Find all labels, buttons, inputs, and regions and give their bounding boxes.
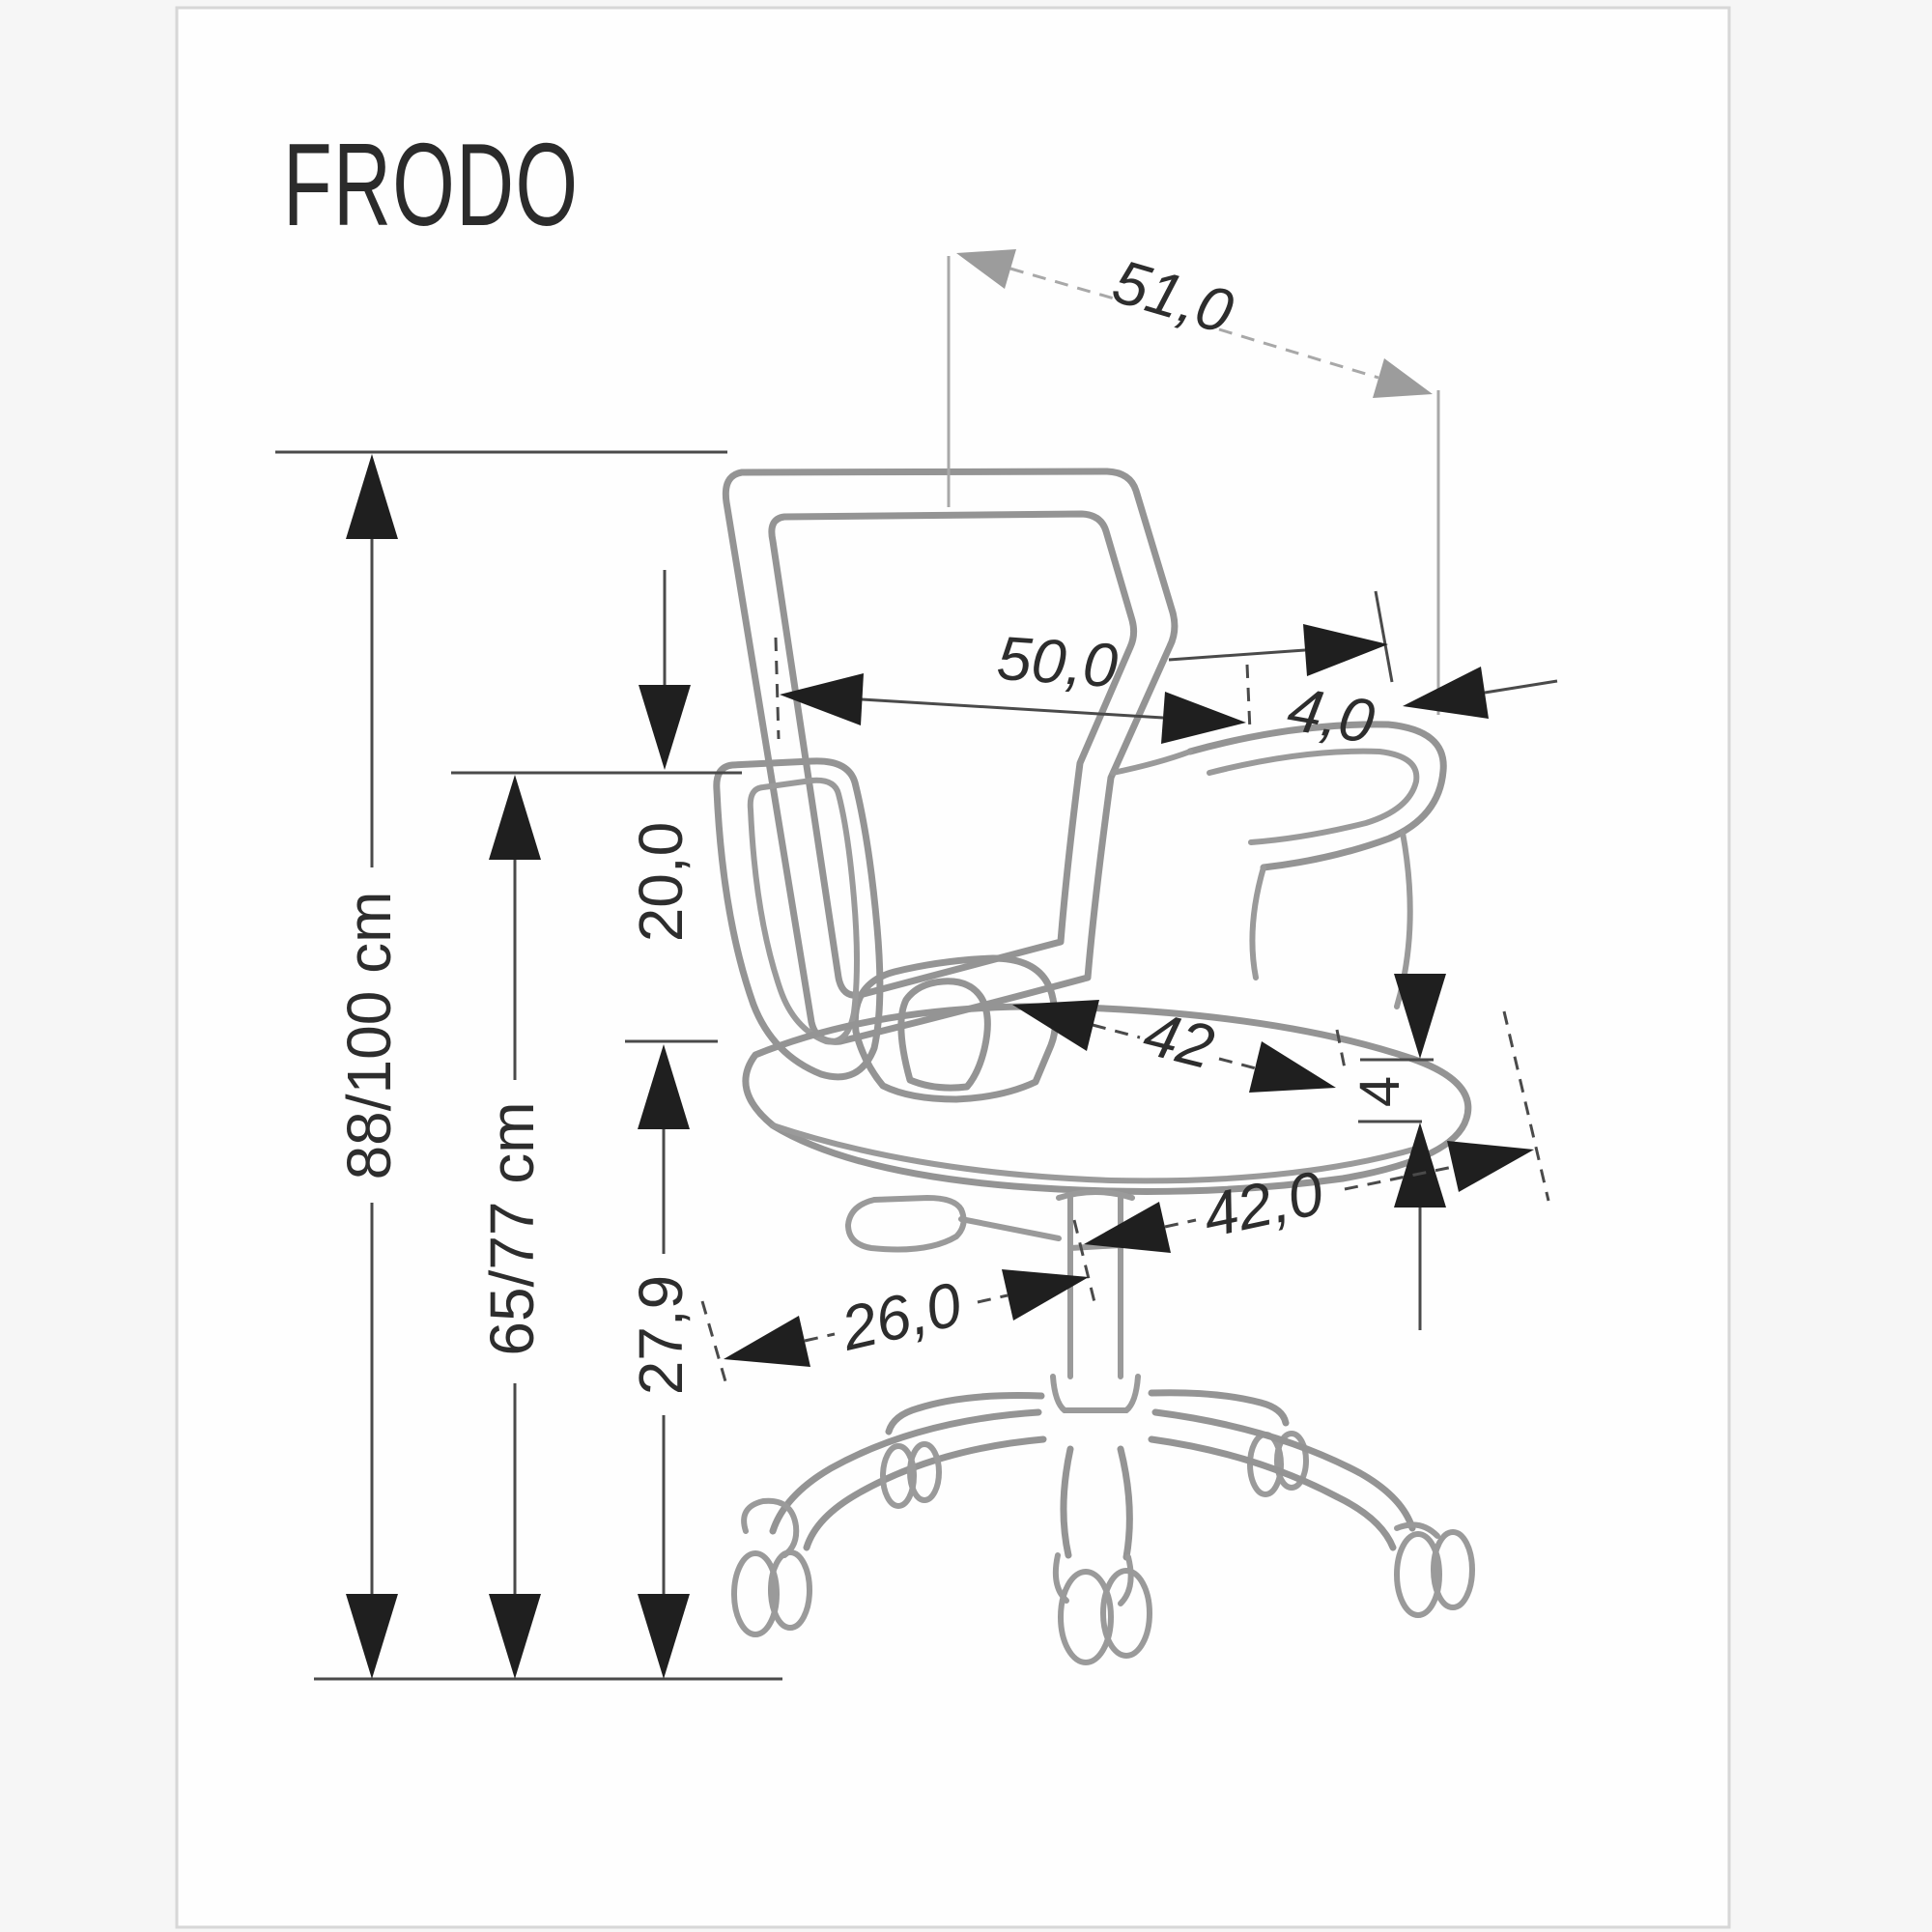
arrowhead (956, 249, 1016, 289)
dim-back-width: 50,0 (774, 623, 1252, 744)
caster-right (1394, 1521, 1440, 1539)
arrowhead (346, 454, 398, 539)
caster-right-wheel-a (1394, 1531, 1442, 1618)
backrest-outer (722, 468, 1179, 1045)
product-title: FRODO (283, 120, 579, 251)
dim-line (1092, 1023, 1141, 1039)
arrowhead (489, 775, 541, 860)
dim-seat-depth: 42 (1012, 998, 1347, 1093)
armrest-left-outer (713, 757, 884, 1081)
arrowhead (346, 1594, 398, 1679)
lumbar-inner (897, 978, 991, 1092)
dim-label-seat-thickness: 4 (1349, 1076, 1411, 1107)
caster-rear-left-wheel-a (880, 1443, 917, 1509)
arrowhead (1373, 358, 1433, 398)
caster-rear-left-wheel-b (907, 1441, 942, 1503)
caster-left-wheel-a (731, 1550, 780, 1637)
dim-line (1218, 327, 1379, 380)
arrowhead (1403, 667, 1489, 719)
dim-seat-thickness: 4 (1349, 974, 1446, 1330)
backrest-inner (768, 510, 1138, 999)
dim-overall-height: 88/100 cm (334, 454, 404, 1679)
caster-rear-right-wheel-b (1274, 1431, 1309, 1491)
arrowhead (1249, 1041, 1336, 1093)
arrowhead (638, 1594, 690, 1679)
caster-front-wheel-a (1058, 1569, 1114, 1665)
dim-line (1168, 648, 1306, 662)
ext-line (774, 637, 781, 740)
base-arm-front (1060, 1445, 1133, 1561)
dim-label-back-to-armrest: 20,0 (626, 822, 696, 943)
arrowhead (1084, 1202, 1171, 1253)
arrowhead (1002, 1269, 1089, 1321)
dim-label-back-width: 50,0 (995, 623, 1121, 701)
arrowhead (780, 673, 864, 725)
dim-line (977, 1293, 1009, 1304)
seat-front-edge (770, 1122, 1423, 1184)
base-arm-rear-right (1148, 1389, 1290, 1427)
arrowhead (638, 1044, 690, 1129)
ext-line (700, 1300, 729, 1389)
armrest-left-inner (747, 777, 860, 1045)
arrowhead (1447, 1141, 1534, 1192)
arrowhead (1161, 692, 1246, 744)
ext-line (1502, 1010, 1550, 1202)
arrowhead (724, 1316, 810, 1367)
dim-line (861, 697, 1164, 720)
arrowhead (1012, 1000, 1099, 1051)
caster-right-wheel-b (1431, 1529, 1475, 1610)
dim-armrest-width: 4,0 (1168, 590, 1558, 757)
caster-left (741, 1497, 800, 1558)
base-arm-rear-left (885, 1392, 1045, 1435)
tilt-lever (844, 1194, 1062, 1253)
arrowhead (1394, 1122, 1446, 1208)
caster-left-wheel-b (768, 1549, 812, 1631)
arrowhead (489, 1594, 541, 1679)
dim-line (1009, 267, 1122, 302)
armrest-right-pad-inner (1207, 748, 1420, 845)
dim-line (804, 1332, 836, 1343)
ext-line (1072, 1219, 1097, 1307)
ext-line (1374, 590, 1394, 683)
arrowhead (639, 685, 691, 770)
armrest-right-pad (1186, 721, 1447, 871)
dim-label-armrest-height: 65/77 cm (477, 1101, 547, 1355)
dim-base-height: 27,9 (626, 1044, 696, 1679)
base-arm-right (1148, 1408, 1416, 1551)
arrowhead (1394, 974, 1446, 1059)
dim-label-overall-height: 88/100 cm (334, 892, 404, 1180)
dim-line (1164, 1218, 1197, 1229)
dim-line (1344, 1165, 1454, 1191)
dim-label-seat-depth: 42 (1137, 998, 1220, 1082)
ext-line (1245, 664, 1252, 732)
dim-line (1484, 679, 1558, 695)
dim-back-to-armrest: 20,0 (626, 570, 696, 942)
dim-line (1218, 1057, 1257, 1070)
dim-label-base-height: 27,9 (626, 1275, 696, 1396)
dim-armrest-height: 65/77 cm (477, 775, 547, 1679)
ext-line (1335, 1029, 1347, 1069)
caster-front-wheel-b (1100, 1568, 1152, 1659)
arrowhead (1303, 624, 1388, 676)
dim-label-armrest-width: 4,0 (1283, 673, 1380, 756)
